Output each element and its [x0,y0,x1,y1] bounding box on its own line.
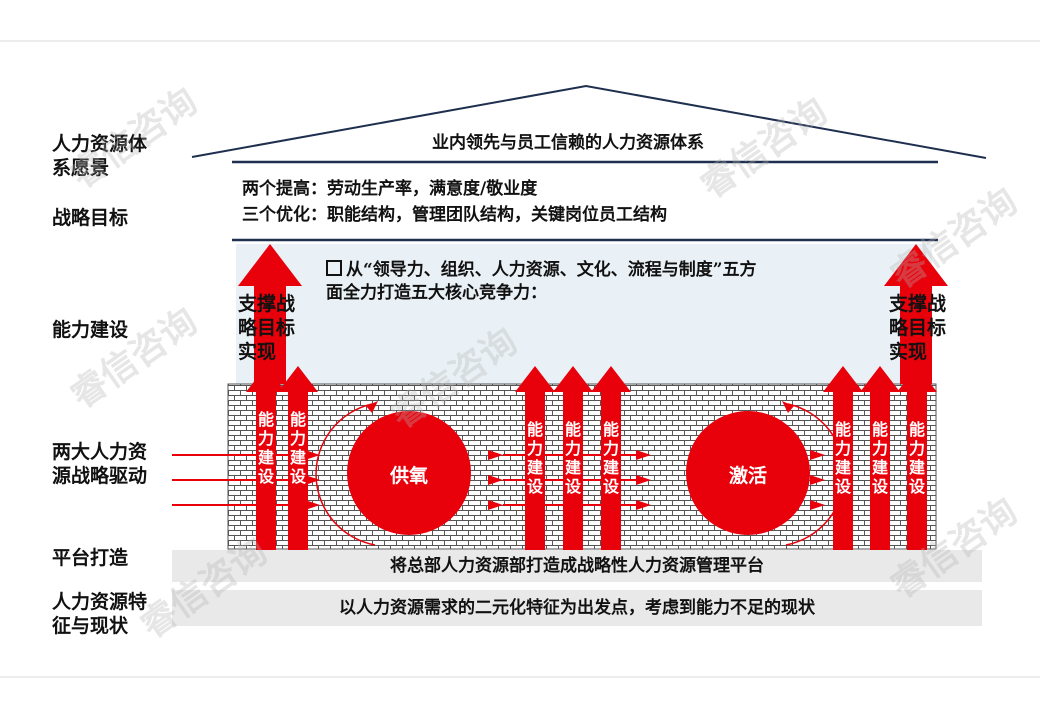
capability-panel [236,244,932,384]
rotation-arc-left [315,403,376,546]
goal-line-1: 两个提高：劳动生产率，满意度/敬业度 [242,179,538,199]
label-status: 人力资源特征与现状 [52,591,148,637]
pillar-label: 能力建设 [289,410,306,486]
pillar-label: 能力建设 [602,420,619,496]
checkbox-icon [326,260,342,276]
circle-activate [686,411,810,535]
support-text-right: 支撑战略目标实现 [889,293,947,363]
circle-oxygen-label: 供氧 [389,465,428,487]
flow-arrows [305,450,825,510]
status-band [172,590,982,626]
support-arrow-right [884,244,948,384]
support-text-left: 支撑战略目标实现 [238,293,296,363]
circle-activate-label: 激活 [728,465,767,487]
goal-line-2: 三个优化：职能结构，管理团队结构，关键岗位员工结构 [242,205,667,225]
pillar-label: 能力建设 [834,420,851,496]
pillar-label: 能力建设 [257,410,274,486]
status-text: 以人力资源需求的二元化特征为出发点，考虑到能力不足的现状 [339,598,815,618]
capability-line-2: 面全力打造五大核心竞争力： [326,283,547,303]
support-arrow-left [238,244,302,384]
label-drivers: 两大人力资源战略驱动 [52,441,148,487]
pillar-label: 能力建设 [564,420,581,496]
pillar-label: 能力建设 [908,420,925,496]
label-vision: 人力资源体系愿景 [52,133,148,179]
pillar-arrows [246,366,937,550]
label-capability: 能力建设 [52,319,129,341]
label-platform: 平台打造 [52,547,129,569]
label-strategy: 战略目标 [52,207,129,229]
circle-oxygen [347,411,471,535]
roof-line [191,84,987,159]
platform-band [172,550,982,582]
bottom-rule [0,676,1040,678]
top-rule [0,40,1040,42]
vision-text: 业内领先与员工信赖的人力资源体系 [432,133,704,153]
pillar-label: 能力建设 [526,420,543,496]
pillar-label: 能力建设 [871,420,888,496]
platform-text: 将总部人力资源部打造成战略性人力资源管理平台 [390,556,764,576]
capability-line-1: 从“领导力、组织、人力资源、文化、流程与制度”五方 [326,258,757,282]
